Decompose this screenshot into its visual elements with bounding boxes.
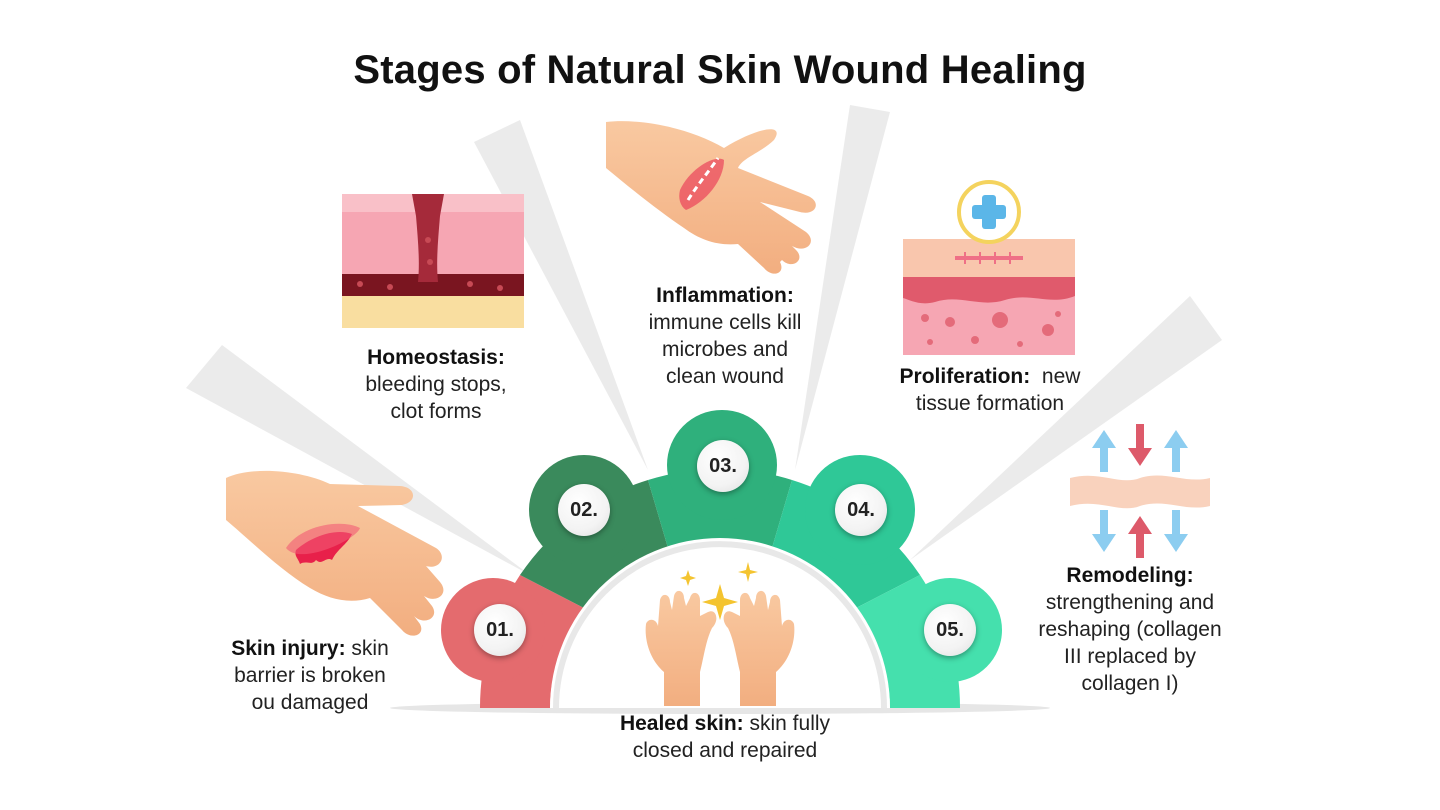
stage-03-text-3: clean wound — [666, 365, 784, 388]
stage-03-heading: Inflammation: — [656, 284, 794, 307]
stage-02-heading: Homeostasis: — [367, 346, 505, 369]
healed-hands-sparkle-icon — [645, 562, 795, 706]
stage-05-number: 05. — [924, 604, 976, 656]
stage-01-number: 01. — [474, 604, 526, 656]
collagen-arrows-icon — [1070, 424, 1210, 558]
arc-segments — [441, 410, 1002, 709]
stage-01-heading: Skin injury: — [231, 637, 346, 660]
stage-02-number: 02. — [558, 484, 610, 536]
stage-04-text-2: tissue formation — [915, 392, 1065, 415]
stage-04-number: 04. — [835, 484, 887, 536]
stage-01-text-1: skin — [345, 637, 389, 660]
stage-02-label: Homeostasis: bleeding stops, clot forms — [326, 344, 546, 425]
center-label: Healed skin: skin fully closed and repai… — [575, 710, 875, 764]
stage-05-label: Remodeling: strengthening and reshaping … — [1010, 562, 1250, 697]
beam-04 — [910, 296, 1222, 560]
stage-03-text-2: microbes and — [661, 338, 789, 361]
stage-05-text-2: reshaping (collagen — [1038, 618, 1222, 641]
stage-01-label: Skin injury: skin barrier is broken ou d… — [190, 635, 430, 716]
beam-03 — [795, 105, 890, 470]
stage-03-text-1: immune cells kill — [648, 311, 802, 334]
stage-02-text-2: clot forms — [390, 400, 482, 423]
stage-05-text-1: strengthening and — [1045, 591, 1215, 614]
bleeding-hand-icon — [226, 470, 444, 636]
stage-05-text-3: III replaced by — [1064, 645, 1196, 668]
arc-inner-shade — [553, 541, 887, 709]
stage-04-heading: Proliferation: — [899, 365, 1031, 388]
center-text-2: closed and repaired — [632, 739, 818, 762]
skin-tissue-plus-icon — [903, 180, 1075, 355]
skin-clot-cross-section-icon — [342, 194, 524, 328]
stage-05-heading: Remodeling: — [1066, 564, 1194, 587]
light-beams — [186, 105, 1222, 575]
stage-05-text-4: collagen I) — [1081, 672, 1179, 695]
stage-04-text-1: new — [1030, 365, 1081, 388]
stage-01-text-2: barrier is broken — [234, 664, 386, 687]
stage-03-number: 03. — [697, 440, 749, 492]
beam-01 — [186, 345, 530, 575]
stage-02-text-1: bleeding stops, — [365, 373, 507, 396]
arc-inner — [550, 538, 890, 708]
inflamed-hand-icon — [606, 121, 816, 274]
center-heading: Healed skin: — [619, 712, 744, 735]
page-title: Stages of Natural Skin Wound Healing — [353, 48, 1087, 92]
stage-04-label: Proliferation: new tissue formation — [870, 363, 1110, 417]
stage-03-label: Inflammation: immune cells kill microbes… — [610, 282, 840, 390]
stage-01-text-3: ou damaged — [251, 691, 369, 714]
center-text-1: skin fully — [743, 712, 831, 735]
